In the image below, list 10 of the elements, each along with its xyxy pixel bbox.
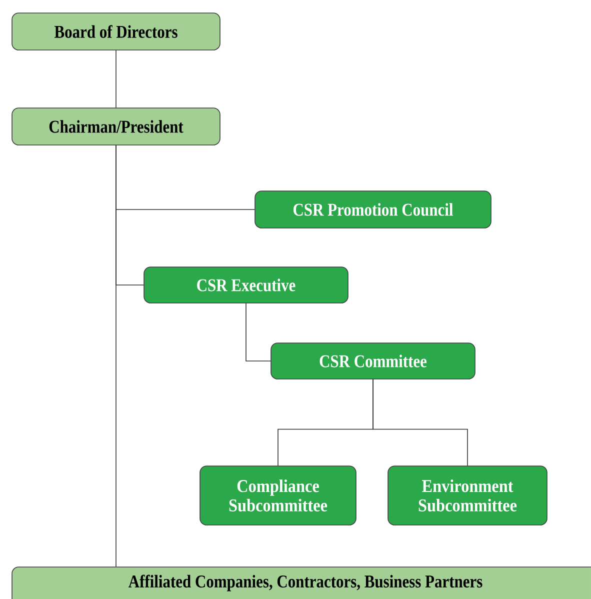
connector-line [372, 378, 468, 466]
org-box: Chairman/President [12, 108, 220, 146]
org-box: Environment Subcommittee [388, 466, 548, 526]
org-box: Board of Directors [12, 12, 220, 50]
org-box: CSR Executive [144, 266, 348, 304]
org-box: Compliance Subcommittee [200, 466, 356, 526]
org-box: CSR Promotion Council [254, 190, 492, 228]
connector-line [246, 302, 272, 362]
org-box: Affiliated Companies, Contractors, Business Partners [12, 566, 591, 599]
org-box: CSR Committee [270, 342, 476, 380]
